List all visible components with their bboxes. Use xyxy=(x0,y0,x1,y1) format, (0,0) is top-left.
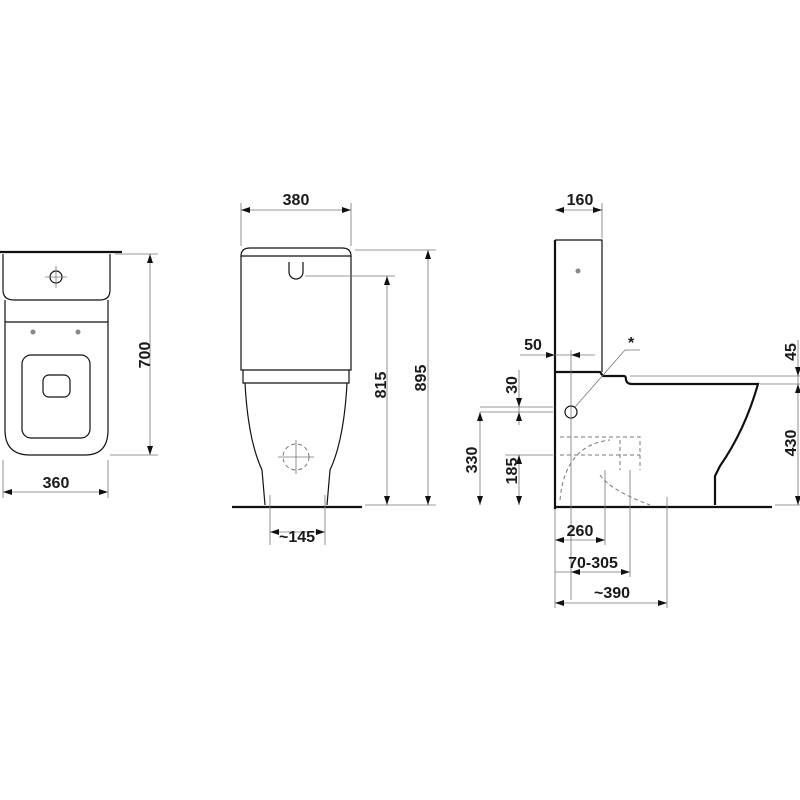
drain-hidden-lines xyxy=(559,436,651,506)
drain-range-label: 70-305 xyxy=(568,555,618,572)
drain-height-label: 185 xyxy=(504,458,521,485)
note-marker: * xyxy=(628,335,635,352)
drain-distance-label: 260 xyxy=(567,523,594,540)
total-depth-label: ~390 xyxy=(594,585,630,602)
bowl-outline xyxy=(244,382,348,506)
tank-outline xyxy=(555,239,603,372)
bowl-outline xyxy=(555,370,760,505)
seat-opening xyxy=(42,374,71,398)
top-view: 700 360 xyxy=(0,250,158,498)
front-view: 380 815 895 ~145 xyxy=(232,192,436,546)
tank-depth-label: 160 xyxy=(567,192,594,209)
foot-width-label: ~145 xyxy=(279,529,315,546)
tank-lid xyxy=(240,247,352,257)
tank-outline xyxy=(2,254,111,301)
seat-height-label: 430 xyxy=(783,430,800,457)
hinge-dot xyxy=(30,329,36,335)
total-height-label: 895 xyxy=(413,365,430,392)
seat-step-label: 45 xyxy=(783,343,800,361)
hinge-dot xyxy=(75,329,81,335)
inlet-spacing-label: 30 xyxy=(504,376,521,394)
inlet-offset-label: 50 xyxy=(524,337,542,354)
depth-label: 700 xyxy=(137,342,154,369)
outlet-height-label: 815 xyxy=(373,372,390,399)
width-label: 360 xyxy=(43,475,70,492)
seat-band xyxy=(242,370,350,384)
flush-outlet xyxy=(288,262,304,280)
seat-outline xyxy=(21,354,91,439)
side-view: * 160 50 45 430 30 330 185 260 xyxy=(464,192,800,608)
tank-body xyxy=(240,256,352,371)
inlet-height-label: 330 xyxy=(464,447,481,474)
tank-width-label: 380 xyxy=(283,192,310,209)
bowl-outline xyxy=(4,300,109,456)
